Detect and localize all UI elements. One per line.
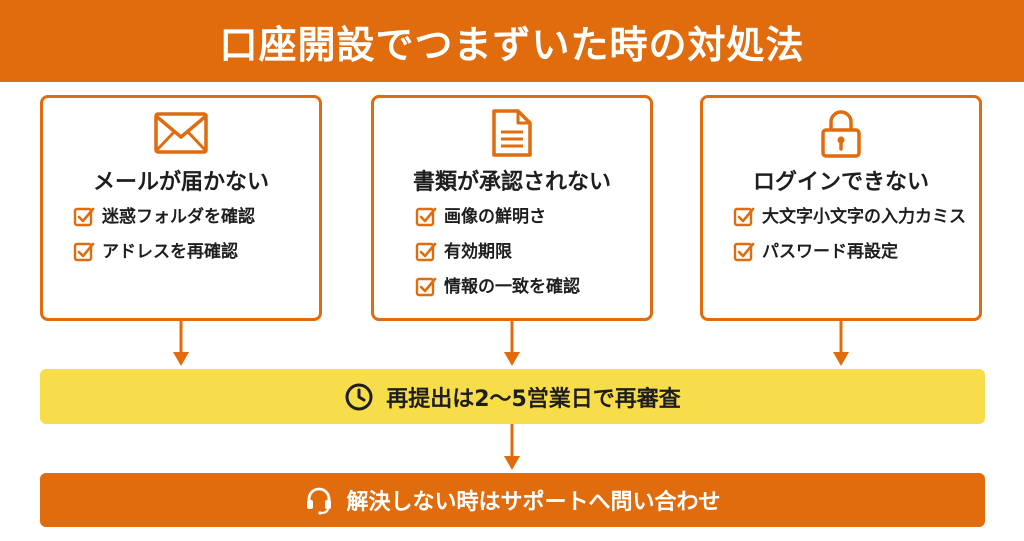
card-login-issue: ログインできない 大文字小文字の入力カミス パスワード再設定: [700, 95, 982, 321]
checkbox-icon: [73, 207, 95, 227]
card-document-issue: 書類が承認されない 画像の鮮明さ 有効期限 情報の一致を確認: [371, 95, 653, 321]
support-bar: 解決しない時はサポートへ問い合わせ: [40, 473, 985, 527]
checkbox-icon: [415, 277, 437, 297]
checklist: 大文字小文字の入力カミス パスワード再設定: [733, 204, 966, 274]
arrow-card2-to-review: [504, 321, 520, 366]
envelope-icon: [153, 108, 209, 158]
card-title: メールが届かない: [92, 170, 269, 195]
arrow-card3-to-review: [833, 321, 849, 366]
checklist-item: 迷惑フォルダを確認: [73, 204, 255, 230]
card-title: 書類が承認されない: [412, 170, 611, 195]
support-text: 解決しない時はサポートへ問い合わせ: [346, 490, 721, 515]
page-title: 口座開設でつまずいた時の対処法: [219, 22, 805, 67]
checkbox-icon: [733, 207, 755, 227]
checklist-item-label: アドレスを再確認: [102, 242, 238, 262]
review-text: 再提出は2〜5営業日で再審査: [386, 386, 681, 412]
checklist-item-label: 情報の一致を確認: [444, 277, 580, 297]
checklist-item: パスワード再設定: [733, 239, 966, 265]
checklist-item-label: 迷惑フォルダを確認: [102, 207, 255, 227]
checklist-item-label: 画像の鮮明さ: [444, 207, 546, 227]
checklist: 画像の鮮明さ 有効期限 情報の一致を確認: [415, 204, 580, 309]
checklist-item-label: 有効期限: [444, 242, 512, 262]
arrow-review-to-support: [504, 424, 520, 470]
arrow-card1-to-review: [173, 321, 189, 366]
lock-icon: [813, 108, 869, 158]
document-icon: [484, 108, 540, 158]
checklist-item-label: パスワード再設定: [762, 242, 898, 262]
checkbox-icon: [73, 242, 95, 262]
checklist-item: 情報の一致を確認: [415, 274, 580, 300]
checklist-item: 画像の鮮明さ: [415, 204, 580, 230]
header-banner: 口座開設でつまずいた時の対処法: [0, 0, 1024, 82]
checklist-item-label: 大文字小文字の入力カミス: [762, 207, 966, 227]
checklist-item: 大文字小文字の入力カミス: [733, 204, 966, 230]
card-title: ログインできない: [752, 170, 929, 195]
clock-icon: [345, 383, 373, 410]
card-email-issue: メールが届かない 迷惑フォルダを確認 アドレスを再確認: [40, 95, 322, 321]
checklist-item: 有効期限: [415, 239, 580, 265]
checklist: 迷惑フォルダを確認 アドレスを再確認: [73, 204, 255, 274]
checkbox-icon: [733, 242, 755, 262]
checkbox-icon: [415, 207, 437, 227]
headset-icon: [307, 487, 332, 515]
checklist-item: アドレスを再確認: [73, 239, 255, 265]
review-bar: 再提出は2〜5営業日で再審査: [40, 369, 985, 424]
checkbox-icon: [415, 242, 437, 262]
